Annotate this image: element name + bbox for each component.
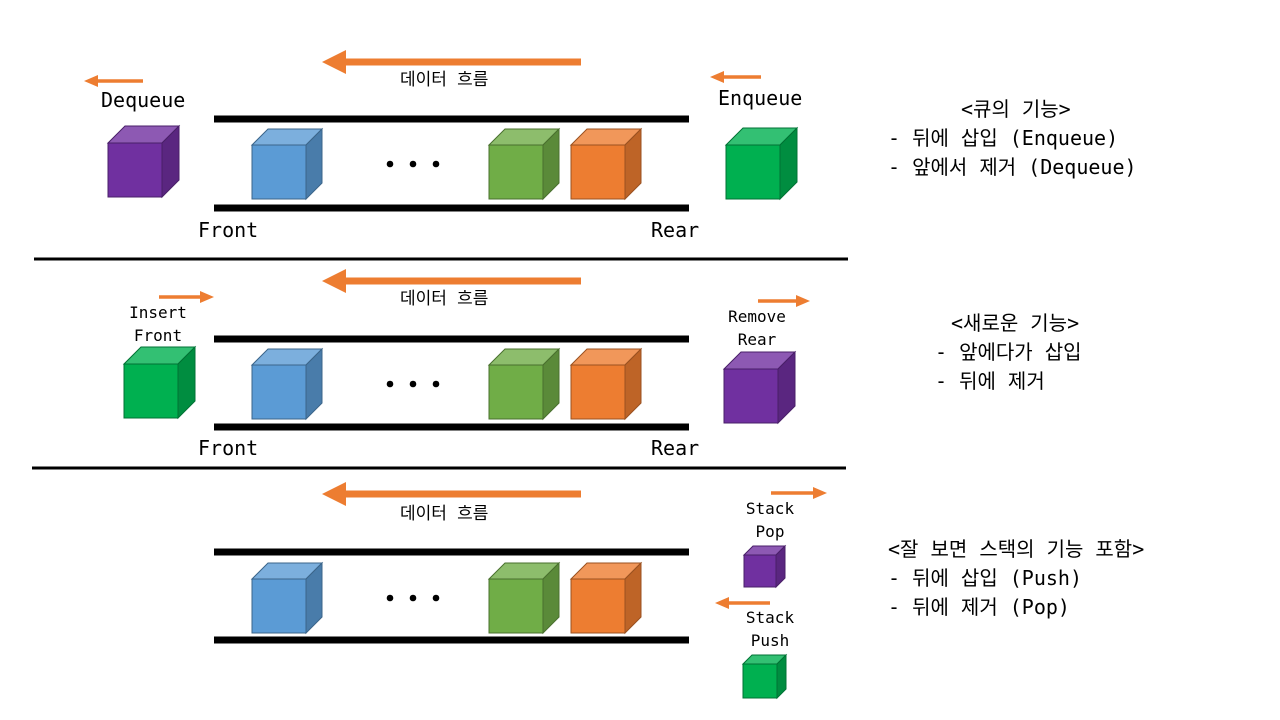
cube-icon [250, 347, 324, 421]
data-flow-label: 데이터 흐름 [400, 504, 489, 524]
cube-icon [741, 653, 788, 700]
ellipsis-icon [386, 160, 394, 168]
notes-item: - 앞에서 제거 (Dequeue) [888, 155, 1137, 179]
arrow-left-icon [322, 482, 346, 506]
ellipsis-icon [409, 380, 417, 388]
cube-icon [722, 350, 797, 425]
cube-icon [569, 347, 643, 421]
cube-icon [487, 347, 561, 421]
arrow-right-icon [200, 291, 214, 303]
front-label: Front [198, 436, 259, 460]
remove-rear-label: Remove Rear [728, 307, 786, 349]
deque-notes: <새로운 기능> - 앞에다가 삽입 - 뒤에 제거 [935, 309, 1082, 396]
cube-icon [106, 124, 181, 199]
cube-icon [569, 561, 643, 635]
dequeue-label: Dequeue [101, 88, 186, 112]
arrow-left-icon [715, 597, 729, 609]
data-flow-label: 데이터 흐름 [400, 289, 489, 309]
ellipsis-icon [432, 594, 440, 602]
cube-icon [742, 544, 787, 589]
insert-front-label: Insert Front [129, 303, 187, 345]
cube-icon [250, 561, 324, 635]
stack-pop-label: Stack Pop [745, 499, 795, 541]
arrow-right-icon [813, 487, 827, 499]
notes-title: <새로운 기능> [951, 311, 1080, 335]
ellipsis-icon [409, 594, 417, 602]
notes-item: - 뒤에 제거 (Pop) [888, 595, 1070, 619]
ellipsis-icon [432, 160, 440, 168]
queue-notes: <큐의 기능> - 뒤에 삽입 (Enqueue) - 앞에서 제거 (Dequ… [888, 95, 1137, 182]
cube-icon [487, 127, 561, 201]
arrow-left-icon [322, 50, 346, 74]
notes-item: - 뒤에 삽입 (Push) [888, 566, 1083, 590]
rear-label: Rear [651, 436, 700, 460]
stack-push-label: Stack Push [745, 608, 795, 650]
arrow-left-icon [84, 75, 98, 87]
stack-notes: <잘 보면 스택의 기능 포함> - 뒤에 삽입 (Push) - 뒤에 제거 … [888, 535, 1144, 622]
notes-title: <큐의 기능> [961, 97, 1071, 121]
cube-icon [724, 126, 799, 201]
front-label: Front [198, 218, 259, 242]
data-flow-label: 데이터 흐름 [400, 70, 489, 90]
cube-icon [122, 345, 197, 420]
notes-title: <잘 보면 스택의 기능 포함> [888, 537, 1145, 561]
notes-item: - 뒤에 제거 [935, 369, 1045, 393]
cube-icon [250, 127, 324, 201]
ellipsis-icon [386, 380, 394, 388]
arrow-left-icon [322, 269, 346, 293]
rear-label: Rear [651, 218, 700, 242]
cube-icon [569, 127, 643, 201]
arrow-left-icon [710, 71, 724, 83]
notes-item: - 앞에다가 삽입 [935, 340, 1082, 364]
arrow-right-icon [796, 295, 810, 307]
enqueue-label: Enqueue [718, 86, 803, 110]
ellipsis-icon [386, 594, 394, 602]
ellipsis-icon [409, 160, 417, 168]
notes-item: - 뒤에 삽입 (Enqueue) [888, 126, 1119, 150]
ellipsis-icon [432, 380, 440, 388]
cube-icon [487, 561, 561, 635]
